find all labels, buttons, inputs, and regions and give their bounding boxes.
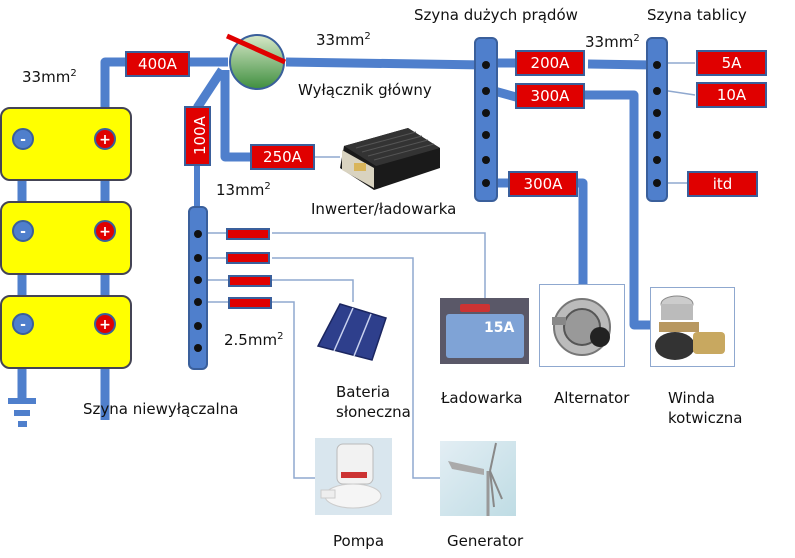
panel-cable-size-label: 33mm2: [585, 33, 640, 51]
bus-terminal: [482, 109, 490, 117]
fuse-100a: 100A: [184, 106, 211, 166]
bus-terminal: [653, 61, 661, 69]
switch-to-bus-cable: [285, 57, 486, 70]
fuse-itd: itd: [687, 171, 758, 197]
fuse-300a-windlass: 300A: [515, 83, 585, 109]
alternator-drawing: [552, 298, 611, 356]
small-fuse-solar: [228, 275, 272, 287]
solar-panel-image: [316, 303, 387, 361]
generator-label: Generator: [447, 532, 524, 550]
pump-label: Pompa: [333, 532, 385, 550]
small-fuse-generator: [226, 252, 270, 264]
charger-image: 15A: [440, 298, 529, 364]
unswitched-bus-label: Szyna niewyłączalna: [83, 400, 239, 418]
bus-terminal: [194, 344, 202, 352]
charger-clamps: [460, 304, 490, 312]
unswitched-bus: [188, 206, 208, 370]
windlass-image: [650, 287, 735, 367]
high-current-bus-label: Szyna dużych prądów: [414, 6, 578, 24]
inverter-label: Inwerter/ładowarka: [311, 200, 457, 218]
thin-wire-pump: [197, 301, 316, 479]
bus-terminal: [653, 131, 661, 139]
charger-rating: 15A: [484, 320, 515, 336]
bus-terminal: [482, 61, 490, 69]
pump-image: [315, 438, 392, 515]
main-switch: [225, 33, 287, 90]
battery-negative-terminal: -: [12, 313, 34, 335]
bus-terminal: [653, 87, 661, 95]
panel-bus-label: Szyna tablicy: [647, 6, 747, 24]
battery-positive-terminal: +: [94, 313, 116, 335]
battery-cable-size-label: 33mm2: [22, 68, 77, 86]
bus-terminal: [653, 109, 661, 117]
bus-terminal: [653, 156, 661, 164]
alternator-label: Alternator: [554, 389, 630, 407]
unswitched-feed-cable: [193, 67, 226, 111]
panel-bus: [646, 37, 668, 202]
pump-drawing: [320, 443, 382, 509]
thin-wire-charger: [197, 232, 486, 298]
windlass-label-line1: Winda: [668, 389, 715, 407]
bus-terminal: [194, 230, 202, 238]
inverter-image: [340, 128, 440, 190]
bus-terminal: [194, 298, 202, 306]
windlass-label-line2: kotwiczna: [668, 408, 743, 427]
small-fuse-charger: [226, 228, 270, 240]
windlass-drawing: [655, 295, 725, 360]
alternator-image: [539, 284, 625, 367]
charger-body: [446, 314, 524, 358]
inverter-cable: [220, 70, 250, 162]
battery-3: - +: [0, 295, 132, 369]
bus-terminal: [482, 179, 490, 187]
main-cable-size-label: 33mm2: [316, 31, 371, 49]
bus-terminal: [482, 131, 490, 139]
fuse-5a: 5A: [696, 50, 767, 76]
fuse-200a: 200A: [515, 50, 585, 76]
fuse-400a: 400A: [125, 51, 190, 77]
bus-terminal: [653, 179, 661, 187]
fuse-250a: 250A: [250, 144, 315, 170]
solar-label-line2: słoneczna: [336, 402, 411, 421]
charger-label: Ładowarka: [441, 389, 523, 407]
battery-negative-terminal: -: [12, 220, 34, 242]
small-fuse-pump: [228, 297, 272, 309]
fuse-10a: 10A: [696, 82, 767, 108]
battery-positive-terminal: +: [94, 220, 116, 242]
wind-turbine-drawing: [448, 442, 503, 516]
bus-terminal: [194, 276, 202, 284]
switch-lever: [225, 33, 287, 65]
alternator-cable: [576, 178, 588, 290]
generator-image: [440, 441, 516, 516]
bus-terminal: [482, 87, 490, 95]
bus-terminal: [194, 322, 202, 330]
battery-negative-terminal: -: [12, 128, 34, 150]
thin-wire-solar: [197, 279, 354, 302]
solar-label-line1: Bateria: [336, 383, 391, 401]
battery-1: - +: [0, 107, 132, 181]
bus-terminal: [482, 156, 490, 164]
panel-feed-cable: [587, 59, 656, 70]
high-current-bus: [474, 37, 498, 202]
windlass-cable: [584, 90, 650, 330]
battery-2: - +: [0, 201, 132, 275]
bus-terminal: [194, 254, 202, 262]
unswitched-cable-size-label: 13mm2: [216, 181, 271, 199]
battery-positive-terminal: +: [94, 128, 116, 150]
small-loads-cable-size-label: 2.5mm2: [224, 331, 284, 349]
fuse-300a-alternator: 300A: [508, 171, 578, 197]
main-switch-label: Wyłącznik główny: [298, 81, 432, 99]
ground-symbol: [8, 398, 36, 427]
